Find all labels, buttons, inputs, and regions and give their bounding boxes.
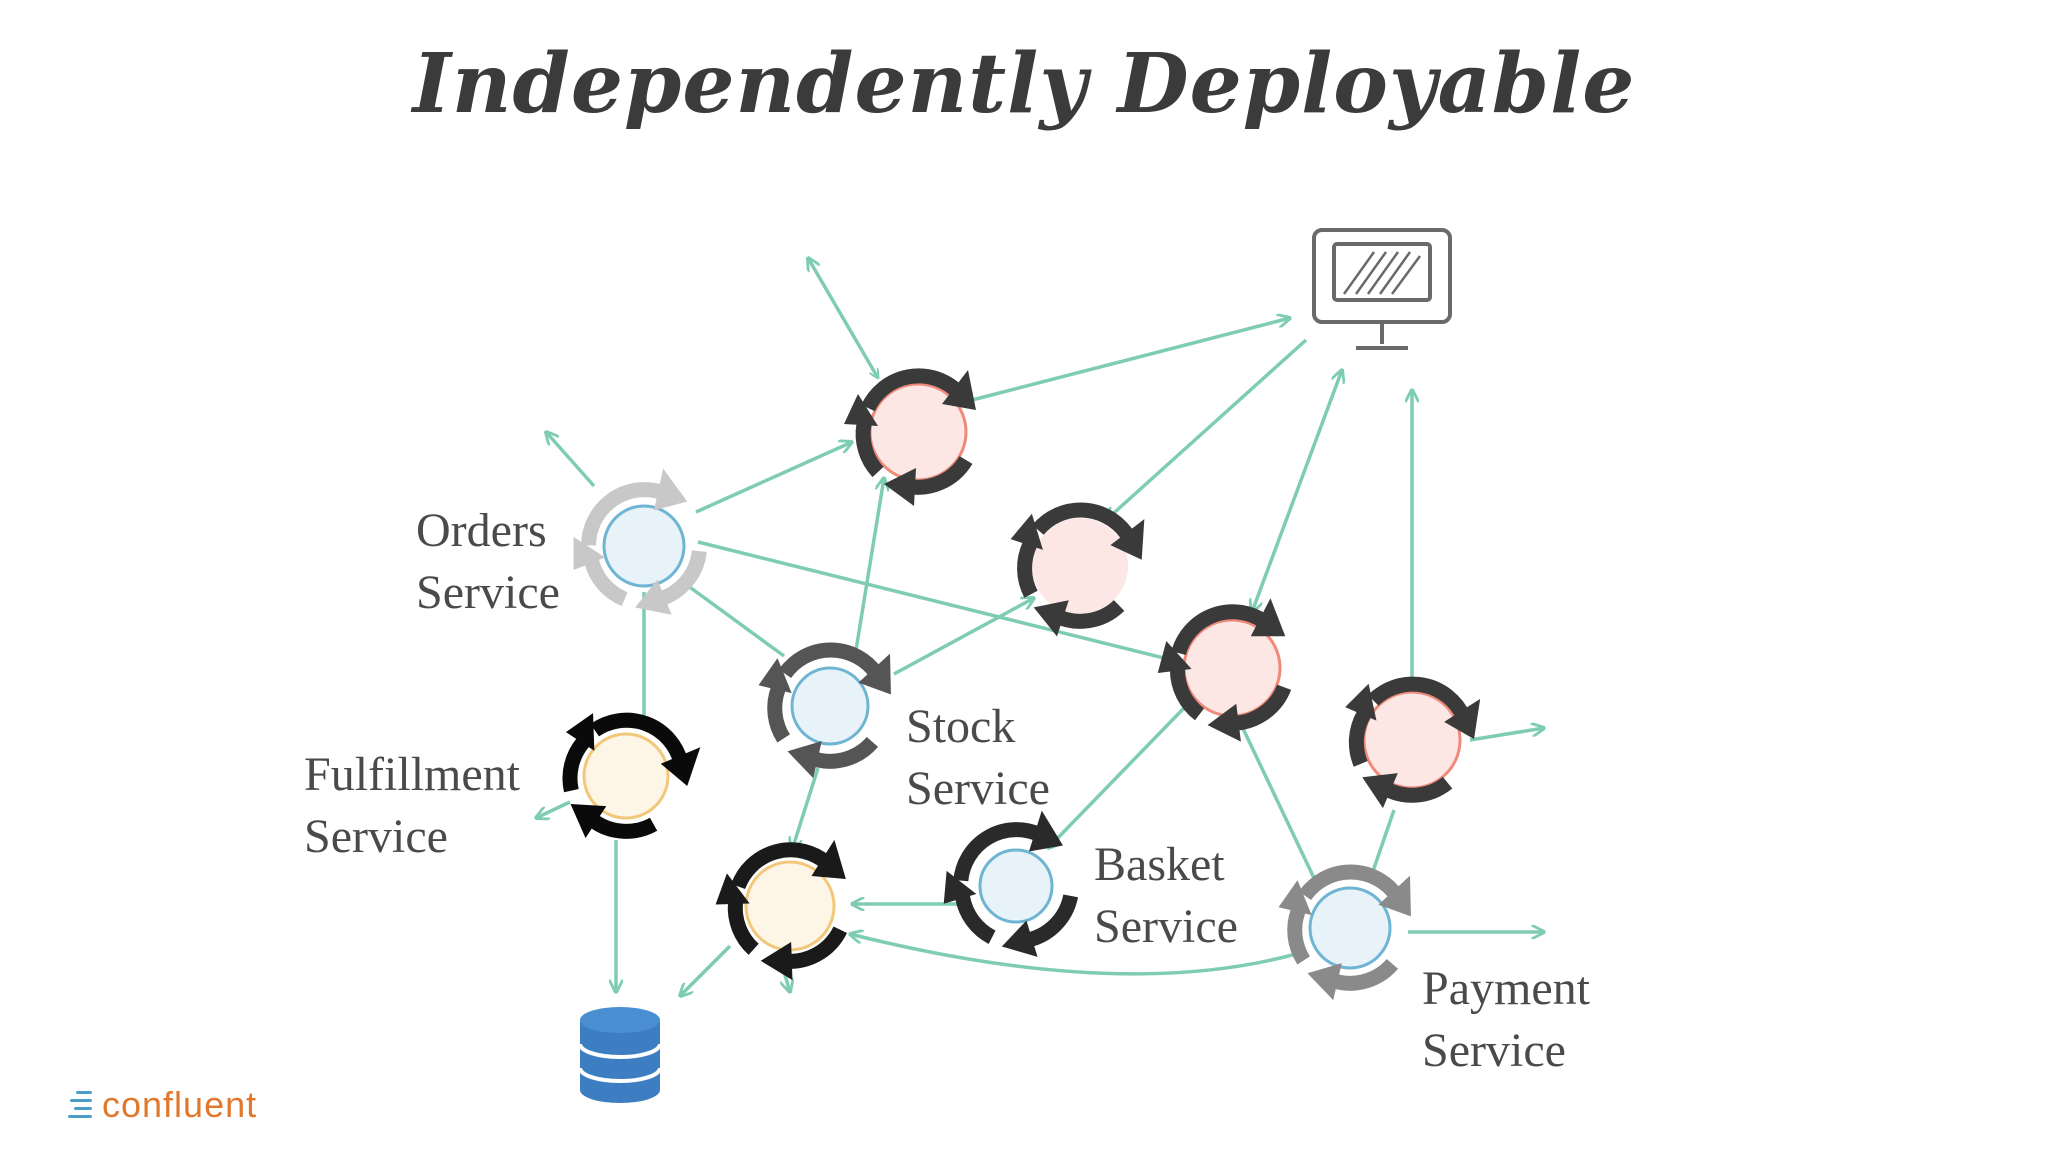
- arrow-stock-to-bottom: [792, 767, 820, 850]
- arrow-payment-to-bottom: [850, 934, 1297, 976]
- service-node-payment: [1264, 854, 1418, 1011]
- confluent-logo: confluent: [68, 1080, 257, 1130]
- basket-service-label-line1: Basket: [1094, 838, 1225, 891]
- service-node-stock: [744, 632, 898, 789]
- service-node-right: [1317, 656, 1488, 829]
- stock-service-label-line2: Service: [906, 762, 1050, 815]
- orders-service-label-line1: Orders: [416, 504, 547, 557]
- connections: [536, 258, 1544, 996]
- service-node-center: [1148, 597, 1302, 754]
- service-node-orders: [551, 465, 728, 644]
- arrow-right-out: [1469, 728, 1544, 742]
- service-node-basket: [925, 808, 1096, 981]
- service-node-fulfillment: [525, 685, 707, 869]
- confluent-logo-mark-icon: [68, 1085, 96, 1125]
- arrow-monitor-to-mid: [1106, 338, 1308, 520]
- arrow-fulfillment-out: [536, 800, 571, 818]
- arrow-orders-to-top: [695, 442, 852, 514]
- arrow-basket-to-center: [1048, 706, 1186, 848]
- arrow-stock-to-mid: [893, 598, 1034, 676]
- confluent-logo-text: confluent: [102, 1084, 258, 1125]
- arrow-orders-to-stock: [678, 578, 786, 658]
- slide-title: Independently Deployable: [412, 36, 1636, 132]
- monitor-icon: [1312, 228, 1452, 350]
- orders-service-label-line2: Service: [416, 566, 560, 619]
- stock-service-label-line1: Stock: [906, 700, 1015, 753]
- arrow-stock-to-top: [854, 478, 884, 651]
- fulfillment-service-label-line1: Fulfillment: [304, 748, 521, 801]
- arrow-payment-to-center: [1238, 718, 1316, 879]
- arrow-orders-to-center: [697, 540, 1181, 664]
- payment-service-label-line1: Payment: [1422, 962, 1591, 1015]
- database-icon: [578, 1007, 662, 1103]
- fulfillment-service-label-line2: Service: [304, 810, 448, 863]
- basket-service-label-line2: Service: [1094, 900, 1238, 953]
- arrow-bottom-out-left: [680, 944, 732, 996]
- payment-service-label-line2: Service: [1422, 1024, 1566, 1077]
- service-node-mid: [989, 487, 1152, 653]
- arrow-payment-to-right: [1370, 809, 1396, 875]
- arrow-monitor-to-center: [1252, 370, 1342, 612]
- service-node-bottom: [711, 839, 854, 986]
- arrow-orders-out: [546, 432, 596, 488]
- arrow-top-to-monitor: [971, 318, 1290, 402]
- arrow-top-out: [808, 258, 878, 378]
- service-node-top: [844, 370, 976, 506]
